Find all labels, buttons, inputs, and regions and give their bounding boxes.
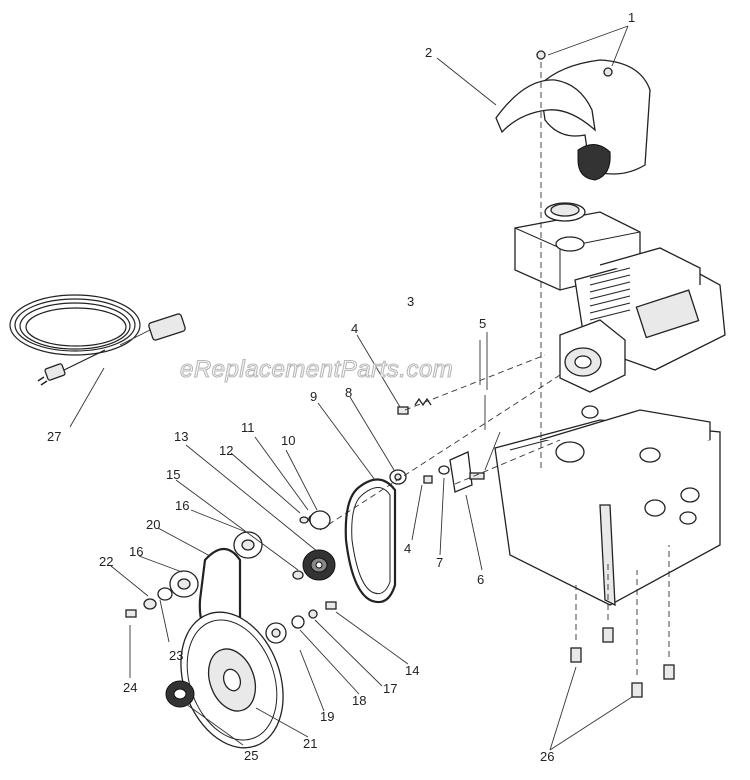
- callout-5: 5: [479, 316, 486, 331]
- callout-27: 27: [47, 429, 61, 444]
- auger-pulley-21: [180, 611, 284, 749]
- extension-cord: [9, 294, 186, 386]
- callout-labels: 1 2 3 4 4 5 6 7 8 9 10 11 12 13 14 15 16…: [47, 10, 635, 764]
- callout-25: 25: [244, 748, 258, 763]
- callout-6: 6: [477, 572, 484, 587]
- callout-10: 10: [281, 433, 295, 448]
- callout-16-bottom: 16: [129, 544, 143, 559]
- callout-17: 17: [383, 681, 397, 696]
- callout-3: 3: [407, 294, 414, 309]
- callout-14: 14: [405, 663, 419, 678]
- pulley-washers: [125, 531, 263, 618]
- shroud-screws: [536, 50, 613, 470]
- callout-22: 22: [99, 554, 113, 569]
- idler-pulley-assembly: [292, 510, 336, 581]
- spacer-washers: [265, 601, 337, 644]
- drive-belt-9: [344, 478, 397, 604]
- callout-1: 1: [628, 10, 635, 25]
- idler-bracket-hardware: [389, 397, 485, 493]
- callout-4-bottom: 4: [404, 541, 411, 556]
- callout-11: 11: [241, 420, 255, 435]
- callout-15: 15: [166, 467, 180, 482]
- engine-cover-shroud: [495, 79, 596, 134]
- callout-13: 13: [174, 429, 188, 444]
- callout-23: 23: [169, 648, 183, 663]
- callout-8: 8: [345, 385, 352, 400]
- callout-19: 19: [320, 709, 334, 724]
- callout-24: 24: [123, 680, 137, 695]
- callout-9: 9: [310, 389, 317, 404]
- frame-housing: [494, 405, 721, 607]
- assembly-axis-lines: [319, 340, 561, 531]
- callout-7: 7: [436, 555, 443, 570]
- pulley-hub-25: [165, 680, 195, 708]
- callout-20: 20: [146, 517, 160, 532]
- watermark: eReplacementParts.com: [180, 356, 453, 383]
- frame-bolts: [570, 545, 675, 698]
- callout-18: 18: [352, 693, 366, 708]
- callout-21: 21: [303, 736, 317, 751]
- callout-4-top: 4: [351, 321, 358, 336]
- callout-12: 12: [219, 443, 233, 458]
- callout-leaders: [69, 25, 633, 751]
- callout-2: 2: [425, 45, 432, 60]
- callout-16-top: 16: [175, 498, 189, 513]
- callout-26: 26: [540, 749, 554, 764]
